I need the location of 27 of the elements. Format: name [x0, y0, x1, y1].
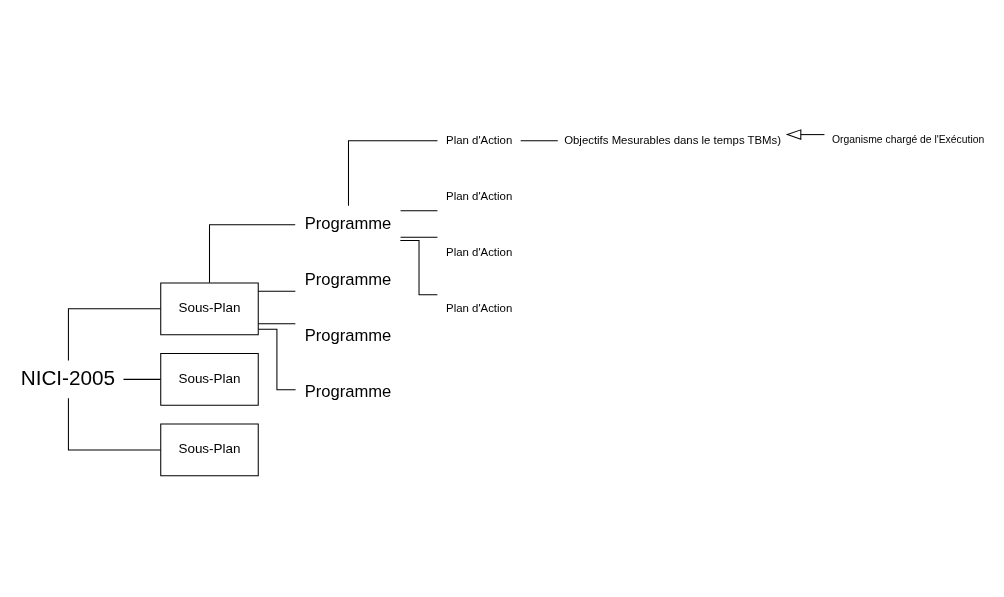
connector	[257, 322, 296, 324]
node-text: Plan d'Action	[446, 189, 513, 202]
connector	[122, 378, 162, 380]
connector	[209, 223, 296, 283]
connector	[347, 139, 438, 206]
connector	[67, 307, 162, 361]
node-text: Programme	[304, 269, 392, 289]
node-text: Programme	[304, 381, 392, 401]
node-text: Programme	[304, 325, 392, 345]
connector	[520, 139, 559, 141]
connector	[399, 239, 438, 295]
connector	[258, 328, 297, 390]
node-text: Programme	[304, 213, 392, 233]
node-text: NICI-2005	[20, 365, 116, 389]
arrow	[785, 128, 825, 140]
node-text: Plan d'Action	[446, 245, 513, 258]
connector	[400, 209, 438, 211]
node-text: Objectifs Mesurables dans le temps TBMs)	[564, 133, 782, 146]
node-text: Organisme chargé de l'Exécution	[831, 133, 985, 145]
node-text: Plan d'Action	[446, 301, 513, 314]
connector	[400, 236, 438, 238]
connector	[67, 397, 162, 450]
node-box: Sous-Plan	[160, 352, 259, 406]
connector	[257, 290, 296, 292]
node-box: Sous-Plan	[160, 281, 259, 335]
node-box: Sous-Plan	[160, 422, 259, 476]
node-text: Plan d'Action	[446, 133, 513, 146]
